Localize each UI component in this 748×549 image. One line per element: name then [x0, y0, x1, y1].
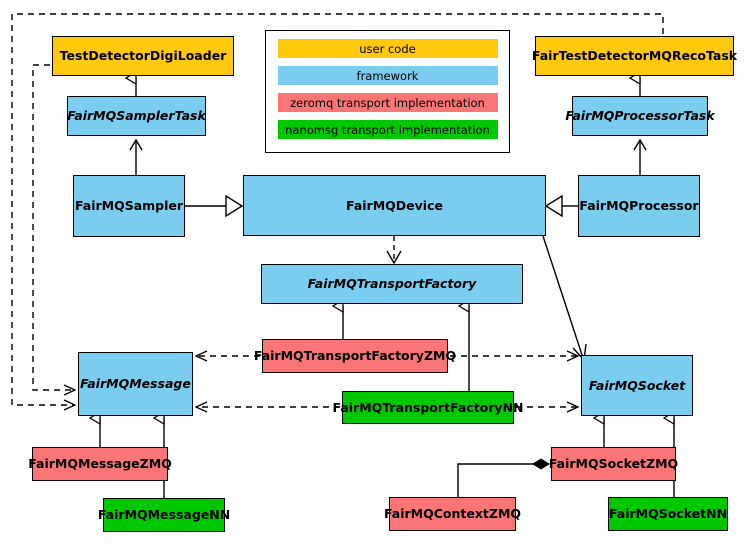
legend-label-zeromq: zeromq transport implementation: [290, 95, 485, 110]
class-label: FairMQSocketNN: [608, 506, 728, 522]
class-label: FairMQMessageNN: [97, 507, 231, 523]
class-box-testdetectordigiloader[interactable]: TestDetectorDigiLoader: [52, 36, 234, 76]
class-label: FairMQSocket: [588, 377, 686, 393]
edge-processor-to-device: [544, 194, 578, 218]
edge-sampler-to-samplertask: [129, 138, 143, 175]
class-box-fairmqsocket[interactable]: FairMQSocket: [581, 355, 693, 416]
legend-item-nanomsg: nanomsg transport implementation: [277, 120, 498, 139]
legend-item-framework: framework: [277, 66, 498, 85]
class-label: FairMQProcessorTask: [565, 108, 715, 124]
class-label: FairMQProcessor: [579, 198, 699, 214]
class-box-fairmqcontextzmq[interactable]: FairMQContextZMQ: [384, 497, 521, 531]
class-label: FairMQMessageZMQ: [28, 456, 172, 472]
legend: user code framework zeromq transport imp…: [265, 30, 510, 153]
class-box-fairmqdevice[interactable]: FairMQDevice: [243, 175, 546, 236]
class-box-fairmqsocketzmq[interactable]: FairMQSocketZMQ: [548, 447, 679, 481]
class-box-fairmqmessagezmq[interactable]: FairMQMessageZMQ: [28, 447, 172, 481]
class-box-fairmqsamplertask[interactable]: FairMQSamplerTask: [67, 96, 206, 136]
class-label: TestDetectorDigiLoader: [59, 48, 227, 64]
class-label: FairMQMessage: [80, 376, 191, 392]
class-label: FairMQTransportFactoryZMQ: [253, 348, 457, 364]
legend-item-zeromq: zeromq transport implementation: [277, 93, 498, 112]
class-label: FairMQSocketZMQ: [548, 456, 679, 472]
class-box-fairmqsampler[interactable]: FairMQSampler: [73, 175, 185, 237]
class-box-fairmqtransportfactoryzmq[interactable]: FairMQTransportFactoryZMQ: [254, 339, 456, 373]
class-box-fairmqmessage[interactable]: FairMQMessage: [78, 352, 193, 416]
class-box-fairtestdetectormqrecotask[interactable]: FairTestDetectorMQRecoTask: [531, 36, 738, 76]
legend-label-user-code: user code: [359, 41, 416, 56]
class-box-fairmqprocessortask[interactable]: FairMQProcessorTask: [565, 96, 715, 136]
class-box-fairmqtransportfactory[interactable]: FairMQTransportFactory: [261, 264, 523, 304]
class-box-fairmqmessagenn[interactable]: FairMQMessageNN: [98, 498, 230, 532]
class-label: FairMQSamplerTask: [67, 108, 206, 124]
edge-sampler-to-device: [185, 194, 244, 218]
legend-item-user-code: user code: [277, 39, 498, 58]
class-label: FairTestDetectorMQRecoTask: [531, 48, 738, 64]
edge-processor-to-processortask: [633, 138, 647, 175]
edge-device-to-transportfactory: [386, 236, 402, 265]
class-label: FairMQTransportFactory: [307, 276, 477, 292]
class-label: FairMQDevice: [346, 197, 443, 213]
class-label: FairMQTransportFactoryNN: [332, 399, 524, 415]
class-box-fairmqprocessor[interactable]: FairMQProcessor: [578, 175, 700, 237]
legend-label-nanomsg: nanomsg transport implementation: [285, 122, 490, 137]
class-box-fairmqsocketnn[interactable]: FairMQSocketNN: [608, 497, 728, 531]
legend-label-framework: framework: [356, 68, 419, 83]
edge-device-to-socket: [542, 235, 587, 362]
class-label: FairMQContextZMQ: [383, 506, 522, 522]
class-label: FairMQSampler: [74, 198, 184, 214]
edge-socketzmq-composition-contextzmq: [457, 458, 550, 497]
class-box-fairmqtransportfactorynn[interactable]: FairMQTransportFactoryNN: [333, 391, 524, 424]
